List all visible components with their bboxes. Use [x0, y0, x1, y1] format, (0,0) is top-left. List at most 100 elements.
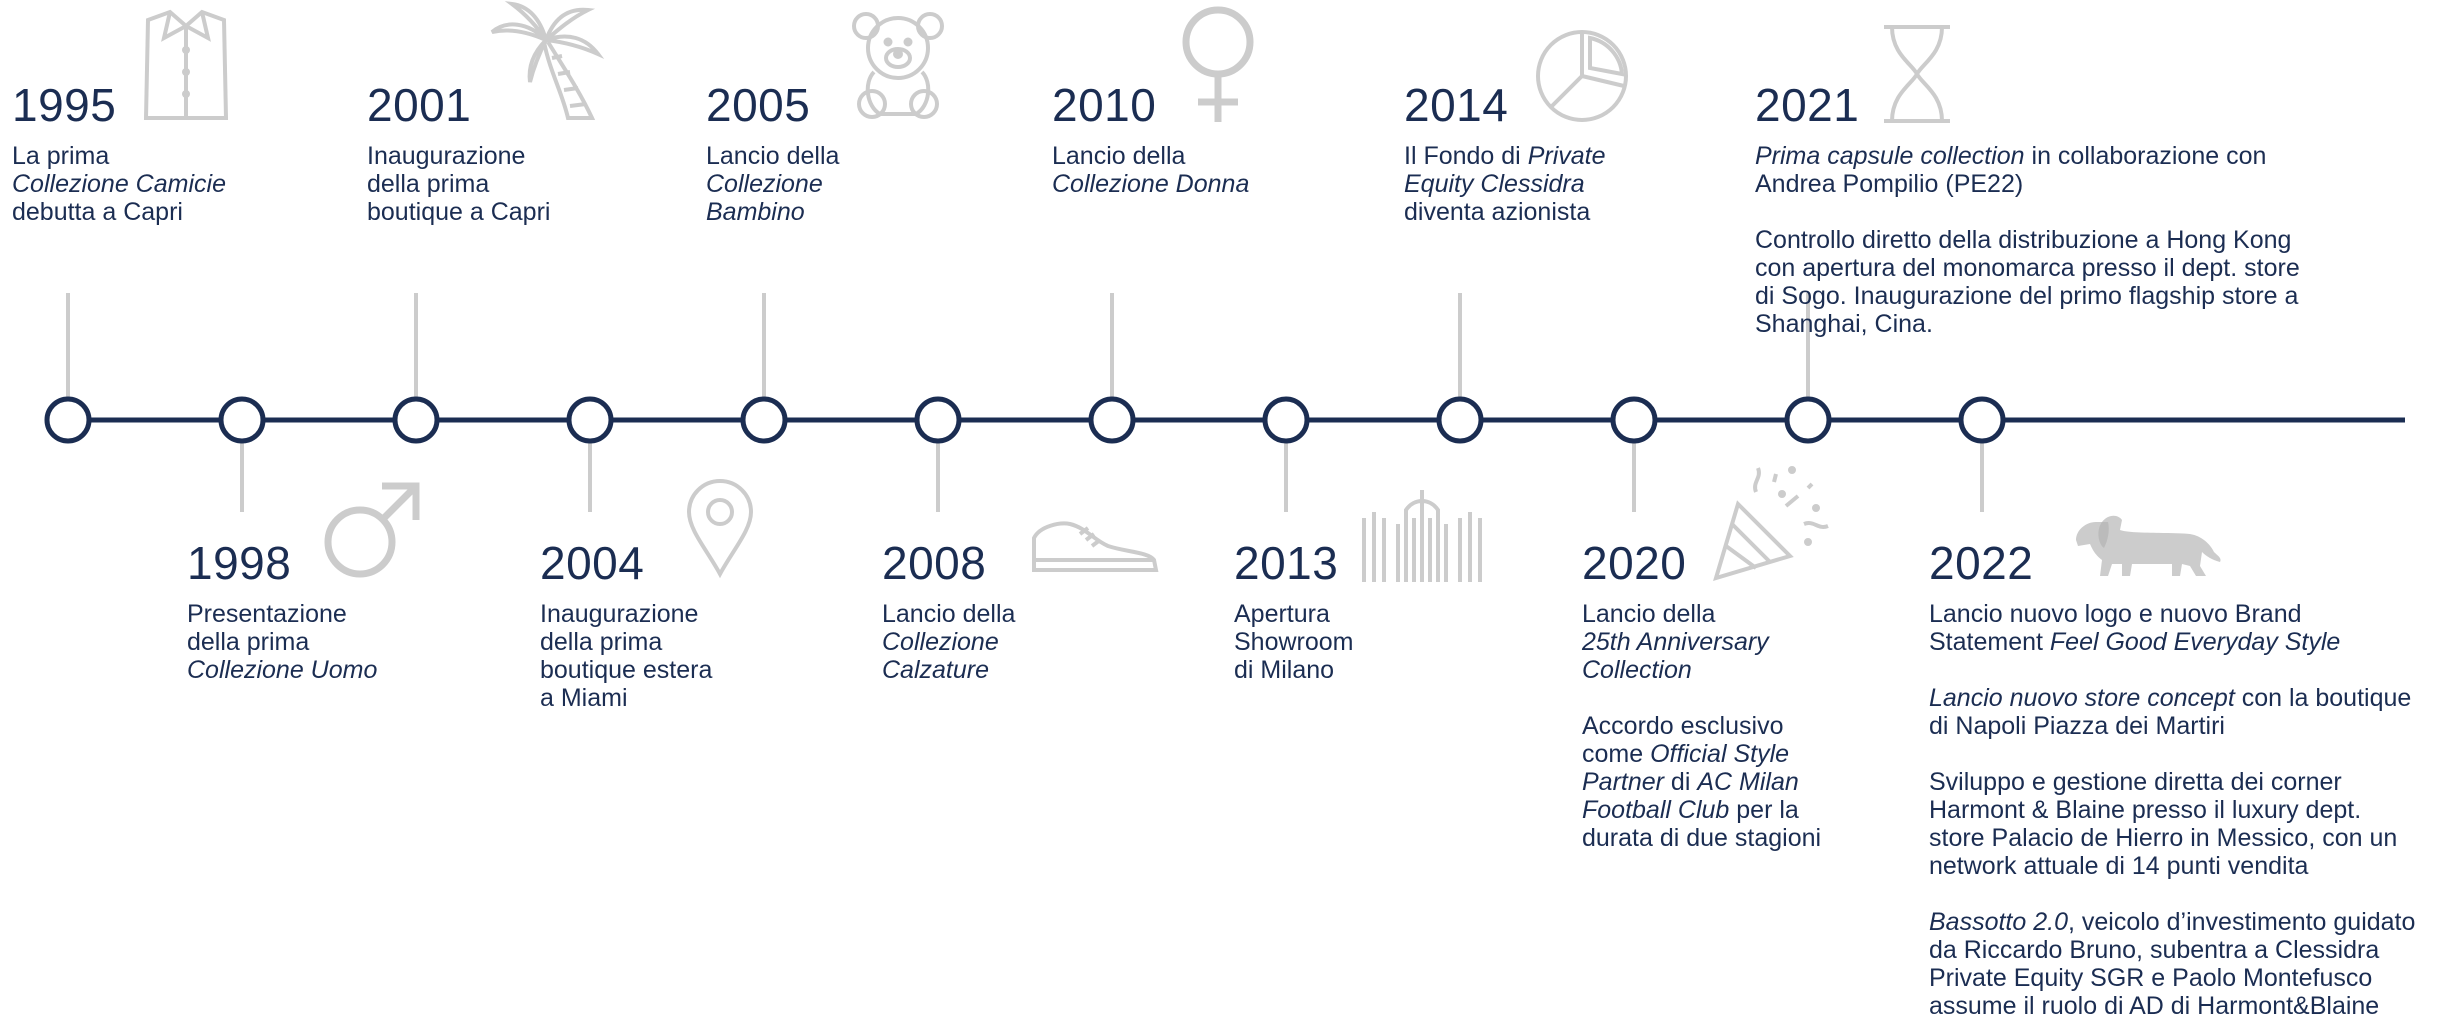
timeline-node-2013	[1262, 396, 1310, 444]
description-line: Bassotto 2.0, veicolo d’investimento gui…	[1929, 908, 2415, 936]
year-label: 2010	[1052, 79, 1157, 131]
text: Shanghai, Cina.	[1755, 310, 1933, 338]
text: Inaugurazione	[367, 142, 526, 170]
text: Harmont & Blaine presso il luxury dept.	[1929, 796, 2362, 824]
sneaker-icon	[1030, 516, 1160, 585]
description-line: 25th Anniversary	[1582, 628, 1821, 656]
italic-text: Bambino	[706, 198, 805, 226]
palm-tree-icon	[488, 1, 605, 125]
timeline-node-2014	[1436, 396, 1484, 444]
text: Presentazione	[187, 600, 347, 628]
description-line: della prima	[367, 170, 550, 198]
timeline-node-2021	[1784, 396, 1832, 444]
text: La prima	[12, 142, 110, 170]
text: con la boutique	[2234, 684, 2412, 712]
italic-text: Bassotto 2.0	[1929, 908, 2068, 936]
timeline-node-2010	[1088, 396, 1136, 444]
text: da Riccardo Bruno, subentra a Clessidra	[1929, 936, 2380, 964]
italic-text: Lancio nuovo store concept	[1929, 684, 2235, 712]
description-paragraph: Bassotto 2.0, veicolo d’investimento gui…	[1929, 908, 2415, 1020]
description-line: da Riccardo Bruno, subentra a Clessidra	[1929, 936, 2415, 964]
milan-cathedral-icon	[1360, 488, 1484, 589]
text: boutique a Capri	[367, 198, 551, 226]
text: della prima	[540, 628, 663, 656]
description-line: Equity Clessidra	[1404, 170, 1606, 198]
male-symbol-icon	[322, 480, 422, 585]
description-line: Partner di AC Milan	[1582, 768, 1821, 796]
text: di Napoli Piazza dei Martiri	[1929, 712, 2225, 740]
timeline-node-2005	[740, 396, 788, 444]
description-line: durata di due stagioni	[1582, 824, 1821, 852]
description-line: a Miami	[540, 684, 712, 712]
text: come	[1582, 740, 1651, 768]
text: di Milano	[1234, 656, 1335, 684]
italic-text: Official Style	[1650, 740, 1790, 768]
italic-text: Collezione Camicie	[12, 170, 226, 198]
description-paragraph: Lancio nuovo store concept con la boutiq…	[1929, 684, 2415, 740]
description-line: Presentazione	[187, 600, 377, 628]
description-line: Harmont & Blaine presso il luxury dept.	[1929, 796, 2415, 824]
description-line: Collezione Camicie	[12, 170, 226, 198]
italic-text: Partner	[1582, 768, 1664, 796]
text: della prima	[367, 170, 490, 198]
timeline-node-1995	[44, 396, 92, 444]
italic-text: Feel Good Everyday Style	[2049, 628, 2341, 656]
italic-text: Private	[1527, 142, 1606, 170]
text: Accordo esclusivo	[1582, 712, 1784, 740]
description-line: di Napoli Piazza dei Martiri	[1929, 712, 2415, 740]
description-line: della prima	[540, 628, 712, 656]
dachshund-icon	[2072, 508, 2222, 585]
text: Sviluppo e gestione diretta dei corner	[1929, 768, 2342, 796]
text: store Palacio de Hierro in Messico, con …	[1929, 824, 2398, 852]
description-line: Football Club per la	[1582, 796, 1821, 824]
description-line: Sviluppo e gestione diretta dei corner	[1929, 768, 2415, 796]
description-line: network attuale di 14 punti vendita	[1929, 852, 2415, 880]
description-line: Lancio della	[882, 600, 1015, 628]
description-line: Bambino	[706, 198, 839, 226]
year-label: 2020	[1582, 537, 1687, 589]
italic-text: Prima capsule collection	[1755, 142, 2025, 170]
text: Showroom	[1234, 628, 1354, 656]
text: , veicolo d’investimento guidato	[2067, 908, 2416, 936]
hourglass-icon	[1882, 24, 1952, 129]
timeline-node-2020	[1610, 396, 1658, 444]
text: Lancio nuovo logo e nuovo Brand	[1929, 600, 2302, 628]
map-pin-icon	[685, 478, 755, 583]
description-line: Lancio della	[1582, 600, 1821, 628]
text: di Sogo. Inaugurazione del primo flagshi…	[1755, 282, 2299, 310]
italic-text: Collezione	[882, 628, 999, 656]
text: durata di due stagioni	[1582, 824, 1822, 852]
description-line: della prima	[187, 628, 377, 656]
text: Lancio della	[882, 600, 1016, 628]
description-line: Lancio della	[706, 142, 839, 170]
text: con apertura del monomarca presso il dep…	[1755, 254, 2300, 282]
description-line: Il Fondo di Private	[1404, 142, 1606, 170]
year-label: 2014	[1404, 79, 1509, 131]
description-line: assume il ruolo di AD di Harmont&Blaine	[1929, 992, 2415, 1020]
pie-chart-icon	[1534, 28, 1630, 129]
description-line: Collezione	[706, 170, 839, 198]
text: Statement	[1929, 628, 2050, 656]
description-line: boutique estera	[540, 656, 712, 684]
text: per la	[1729, 796, 1799, 824]
description-line: di Sogo. Inaugurazione del primo flagshi…	[1755, 282, 2300, 310]
description-line: Lancio della	[1052, 142, 1249, 170]
year-label: 1995	[12, 79, 117, 131]
text: diventa azionista	[1404, 198, 1591, 226]
description-line: come Official Style	[1582, 740, 1821, 768]
italic-text: AC Milan	[1697, 768, 1799, 796]
italic-text: Calzature	[882, 656, 989, 684]
